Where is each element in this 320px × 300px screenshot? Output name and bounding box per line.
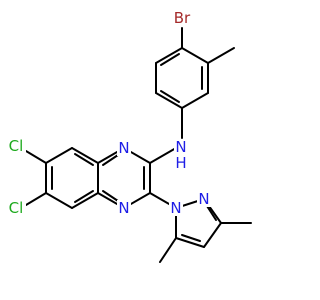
ring-n-top-label: N xyxy=(118,139,129,157)
bond xyxy=(155,92,183,109)
bond xyxy=(160,90,180,103)
chlorine-label-bottom: Cl xyxy=(9,199,24,217)
ring-nitrogen-top: N xyxy=(117,139,131,157)
amine-nitrogen: N H xyxy=(174,138,188,172)
bond xyxy=(160,53,180,66)
chlorine-atom-top: Cl xyxy=(6,137,26,155)
pyrazole-n2-label: N xyxy=(198,190,209,208)
bond xyxy=(25,150,47,164)
pyrazole-n1-label: N xyxy=(170,199,181,217)
bond xyxy=(74,153,94,166)
bond xyxy=(203,222,222,248)
atom-labels: Br Cl Cl N H N N N N xyxy=(6,9,211,217)
ring-nitrogen-bottom: N xyxy=(117,199,131,217)
ring-n-bottom-label: N xyxy=(118,199,129,217)
amine-n-label: N xyxy=(175,138,186,156)
bond xyxy=(206,205,217,221)
chlorine-label-top: Cl xyxy=(9,137,24,155)
bond xyxy=(45,147,73,164)
chlorine-atom-bottom: Cl xyxy=(6,199,26,217)
pyrazole-nitrogen-2: N xyxy=(197,190,211,208)
bromine-label: Br xyxy=(174,9,191,27)
bonds xyxy=(25,27,252,263)
bond xyxy=(149,147,177,164)
bond xyxy=(74,190,94,203)
bond xyxy=(181,47,209,64)
molecule-diagram: Br Cl Cl N H N N N N xyxy=(6,9,252,263)
amine-h-label: H xyxy=(175,154,186,172)
bond xyxy=(45,192,73,209)
bond xyxy=(207,47,235,64)
bond xyxy=(71,147,99,164)
bond xyxy=(181,92,209,109)
bromine-atom: Br xyxy=(172,9,192,27)
bond xyxy=(71,192,99,209)
bond xyxy=(25,192,47,206)
bond xyxy=(181,234,201,242)
bond xyxy=(175,237,205,248)
pyrazole-nitrogen-1: N xyxy=(169,199,183,217)
bond xyxy=(155,47,183,64)
structure-canvas: Br Cl Cl N H N N N N xyxy=(6,9,252,263)
bond xyxy=(159,237,177,263)
